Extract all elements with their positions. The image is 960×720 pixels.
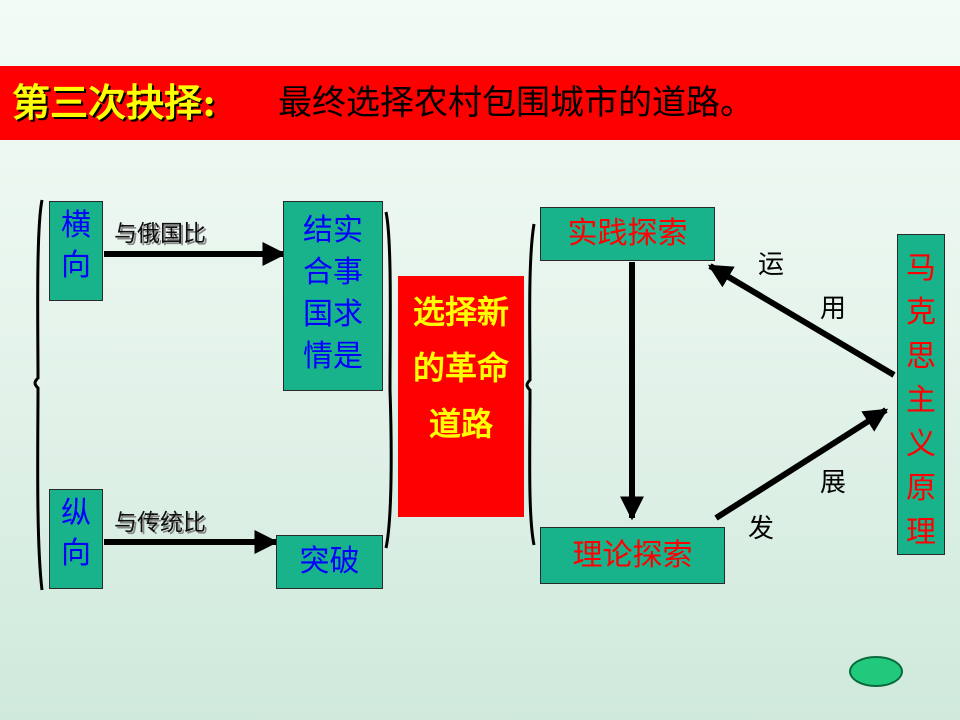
- next-slide-button[interactable]: [849, 656, 903, 687]
- new-road-label: 选择新的革命道路: [412, 293, 509, 443]
- new-road-box: 选择新的革命道路: [398, 276, 524, 517]
- marxism-box: 马克思主义原理: [897, 234, 945, 555]
- facts-box: 结实合事国求情是: [283, 201, 383, 391]
- vertical-box: 纵向: [49, 489, 103, 589]
- marxism-label: 马克思主义原理: [906, 251, 936, 550]
- left-brace: [33, 199, 44, 591]
- fa-label: 发: [748, 514, 775, 544]
- horizontal-box: 横向: [49, 201, 103, 301]
- facts-label: 结实合事国求情是: [303, 213, 363, 374]
- zhan-label: 展: [820, 468, 847, 498]
- banner-text: 最终选择农村包围城市的道路。: [278, 83, 754, 123]
- yong-label: 用: [820, 294, 847, 324]
- banner-label: 第三次抉择:: [12, 80, 217, 125]
- yun-label: 运: [758, 250, 785, 280]
- middle-brace-right: [525, 223, 536, 546]
- arrow-marxism-practice: [707, 263, 896, 378]
- practice-box: 实践探索: [540, 207, 715, 261]
- horizontal-label: 横向: [61, 208, 91, 283]
- compare-russia-label: 与俄国比: [114, 221, 206, 247]
- vertical-label: 纵向: [61, 496, 91, 571]
- theory-box: 理论探索: [540, 527, 725, 584]
- compare-tradition-label: 与传统比: [114, 510, 206, 536]
- title-banner: 第三次抉择: 最终选择农村包围城市的道路。: [0, 66, 960, 140]
- middle-brace-left: [384, 211, 393, 549]
- theory-label: 理论探索: [572, 538, 693, 573]
- practice-label: 实践探索: [567, 216, 688, 251]
- breakthrough-box: 突破: [276, 535, 383, 589]
- arrow-theory-marxism: [714, 407, 889, 521]
- breakthrough-label: 突破: [299, 544, 360, 579]
